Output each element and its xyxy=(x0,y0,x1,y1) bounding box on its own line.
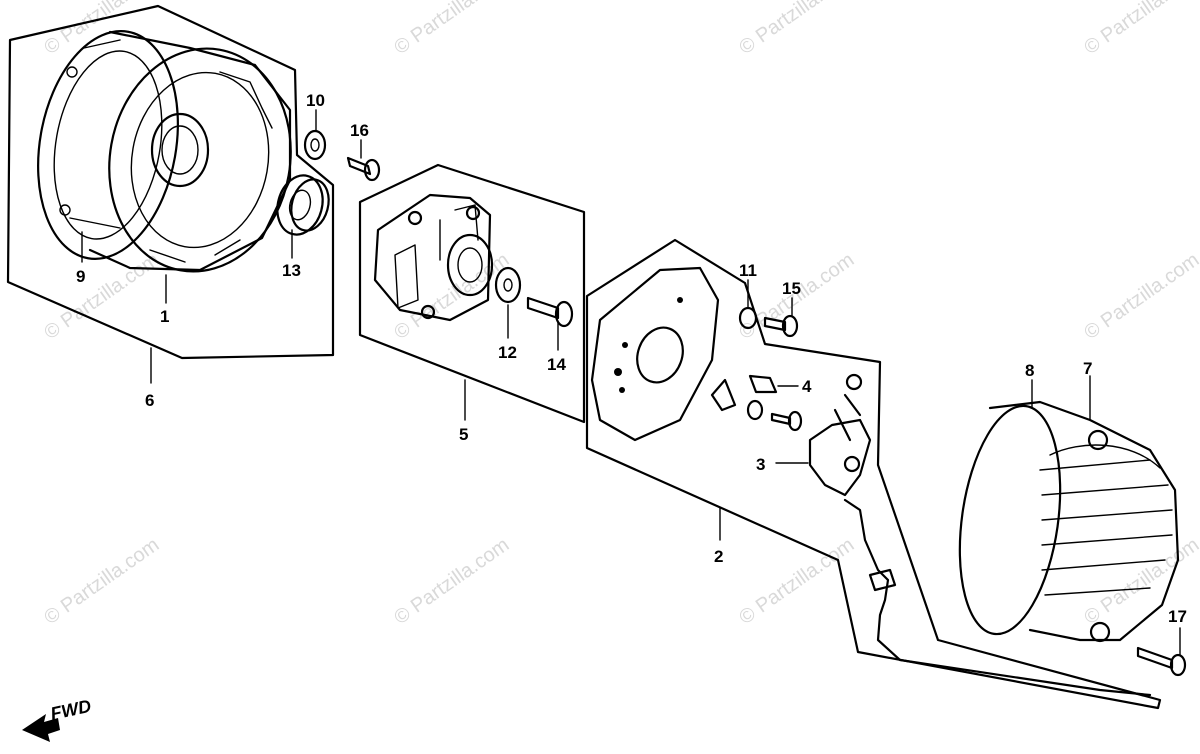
screw-17 xyxy=(1136,646,1187,677)
group-outline-5 xyxy=(358,163,586,424)
callout-3: 3 xyxy=(756,455,765,474)
callout-1: 1 xyxy=(160,307,169,326)
watermark: © Partzilla.com xyxy=(735,534,858,629)
washer-10 xyxy=(303,129,327,161)
callout-2: 2 xyxy=(714,547,723,566)
washer-12 xyxy=(494,266,522,304)
leader-lines xyxy=(81,109,1181,656)
watermark: © Partzilla.com xyxy=(40,534,163,629)
callout-17: 17 xyxy=(1168,607,1187,626)
contact-breaker-3 xyxy=(808,373,1152,697)
watermark: © Partzilla.com xyxy=(40,249,163,344)
callout-15: 15 xyxy=(782,279,801,298)
callout-14: 14 xyxy=(547,355,566,374)
bolt-16 xyxy=(346,156,381,182)
fwd-arrow-icon xyxy=(22,714,60,742)
screw-15 xyxy=(763,314,799,338)
callout-16: 16 xyxy=(350,121,369,140)
cover-7 xyxy=(958,400,1180,643)
screw-14 xyxy=(526,296,574,328)
callout-13: 13 xyxy=(282,261,301,280)
watermark: © Partzilla.com xyxy=(1080,0,1200,59)
callout-10: 10 xyxy=(306,91,325,110)
callout-6: 6 xyxy=(145,391,154,410)
watermark: © Partzilla.com xyxy=(390,0,513,59)
watermark: © Partzilla.com xyxy=(390,534,513,629)
fwd-label: FWD xyxy=(49,696,93,724)
callout-12: 12 xyxy=(498,343,517,362)
watermark: © Partzilla.com xyxy=(390,249,513,344)
callout-4: 4 xyxy=(802,377,812,396)
watermark: © Partzilla.com xyxy=(735,0,858,59)
callout-9: 9 xyxy=(76,267,85,286)
callout-11: 11 xyxy=(739,261,757,280)
group-outline-6 xyxy=(6,4,335,360)
callout-numbers: 1 2 3 4 5 6 7 8 9 10 11 12 13 14 15 16 1… xyxy=(76,91,1187,626)
callout-7: 7 xyxy=(1083,359,1092,378)
watermark: © Partzilla.com xyxy=(1080,249,1200,344)
watermark-layer: © Partzilla.com © Partzilla.com © Partzi… xyxy=(40,0,1200,629)
brush-holder-5 xyxy=(373,193,494,322)
fastener-set-4 xyxy=(710,374,803,432)
fwd-indicator: FWD xyxy=(22,696,93,742)
callout-8: 8 xyxy=(1025,361,1034,380)
housing-part xyxy=(37,30,292,273)
callout-5: 5 xyxy=(459,425,468,444)
seal-13 xyxy=(276,174,330,236)
base-plate-2 xyxy=(590,266,720,442)
group-outline-2 xyxy=(585,238,1162,710)
